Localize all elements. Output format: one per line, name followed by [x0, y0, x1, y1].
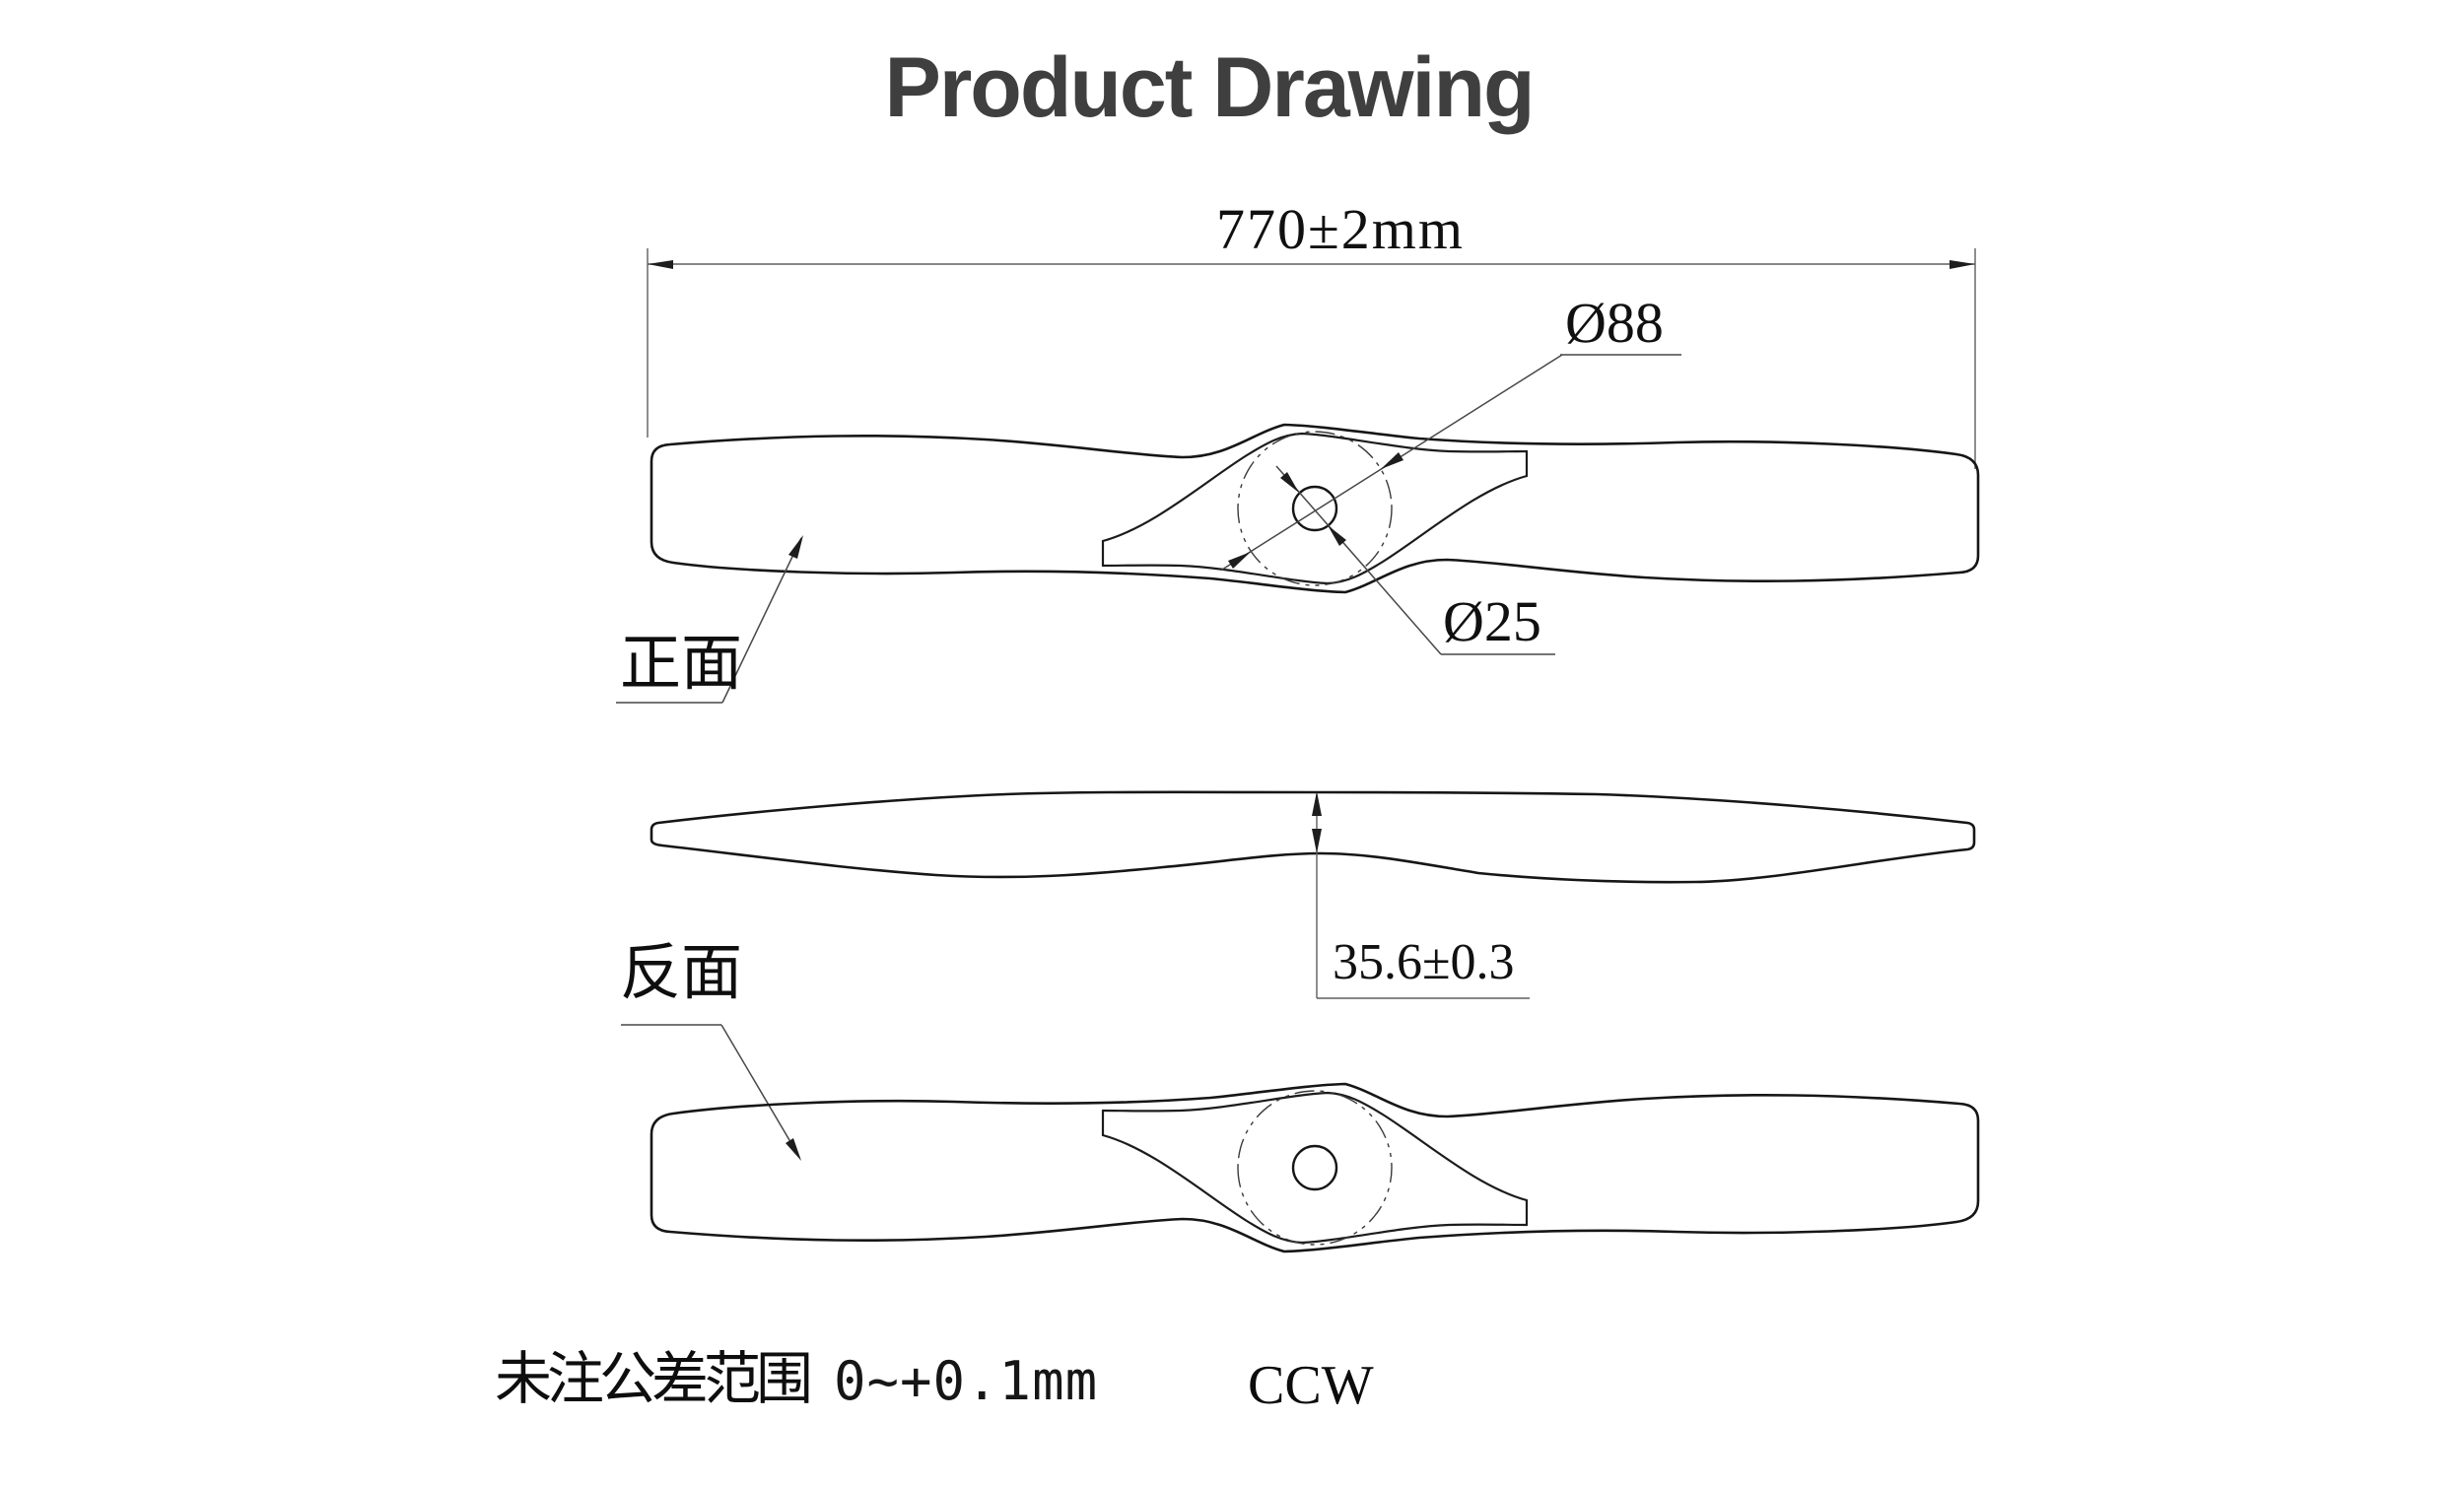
hub-diameter-annotation: [1221, 354, 1681, 571]
front-label-leader-line: [721, 537, 802, 704]
front-view: [651, 425, 1978, 592]
back-view: [651, 1084, 1978, 1251]
dimension-arrow-left: [648, 260, 673, 269]
front-label-arrow: [788, 535, 803, 559]
bore-diameter-annotation: [1275, 465, 1555, 655]
overall-length-value: 770±2mm: [1215, 197, 1466, 261]
overall-length-dimension: [647, 248, 1976, 469]
hub-diameter-arrow-lower: [1228, 552, 1251, 569]
thickness-arrow-up: [1312, 791, 1322, 816]
back-view-label: 反面: [620, 940, 743, 1007]
tolerance-note: 未注公差范围: [495, 1347, 813, 1411]
thickness-dimension: [1312, 791, 1530, 999]
bore-diameter-leader-line: [1275, 465, 1442, 655]
front-label-leader: [616, 535, 803, 704]
side-view: [650, 790, 1976, 884]
rotation-direction: CCW: [1248, 1355, 1374, 1416]
bore-diameter-arrow-lower: [1328, 525, 1346, 546]
bore-diameter-value: Ø25: [1443, 589, 1541, 653]
tolerance-range-value: 0~+0.1mm: [834, 1350, 1099, 1412]
front-view-label: 正面: [620, 631, 743, 698]
bore-diameter-arrow-upper: [1280, 472, 1299, 493]
page-title: Product Drawing: [884, 40, 1535, 135]
hub-diameter-arrow-upper: [1381, 452, 1403, 469]
dimension-arrow-right: [1950, 260, 1975, 269]
back-label-arrow: [786, 1138, 801, 1161]
hub-thickness-value: 35.6±0.3: [1333, 934, 1515, 990]
back-label-leader-line: [720, 1024, 800, 1158]
hub-diameter-value: Ø88: [1565, 291, 1664, 355]
side-view-profile: [650, 790, 1976, 884]
thickness-arrow-down: [1312, 829, 1322, 853]
back-label-leader: [621, 1024, 801, 1161]
